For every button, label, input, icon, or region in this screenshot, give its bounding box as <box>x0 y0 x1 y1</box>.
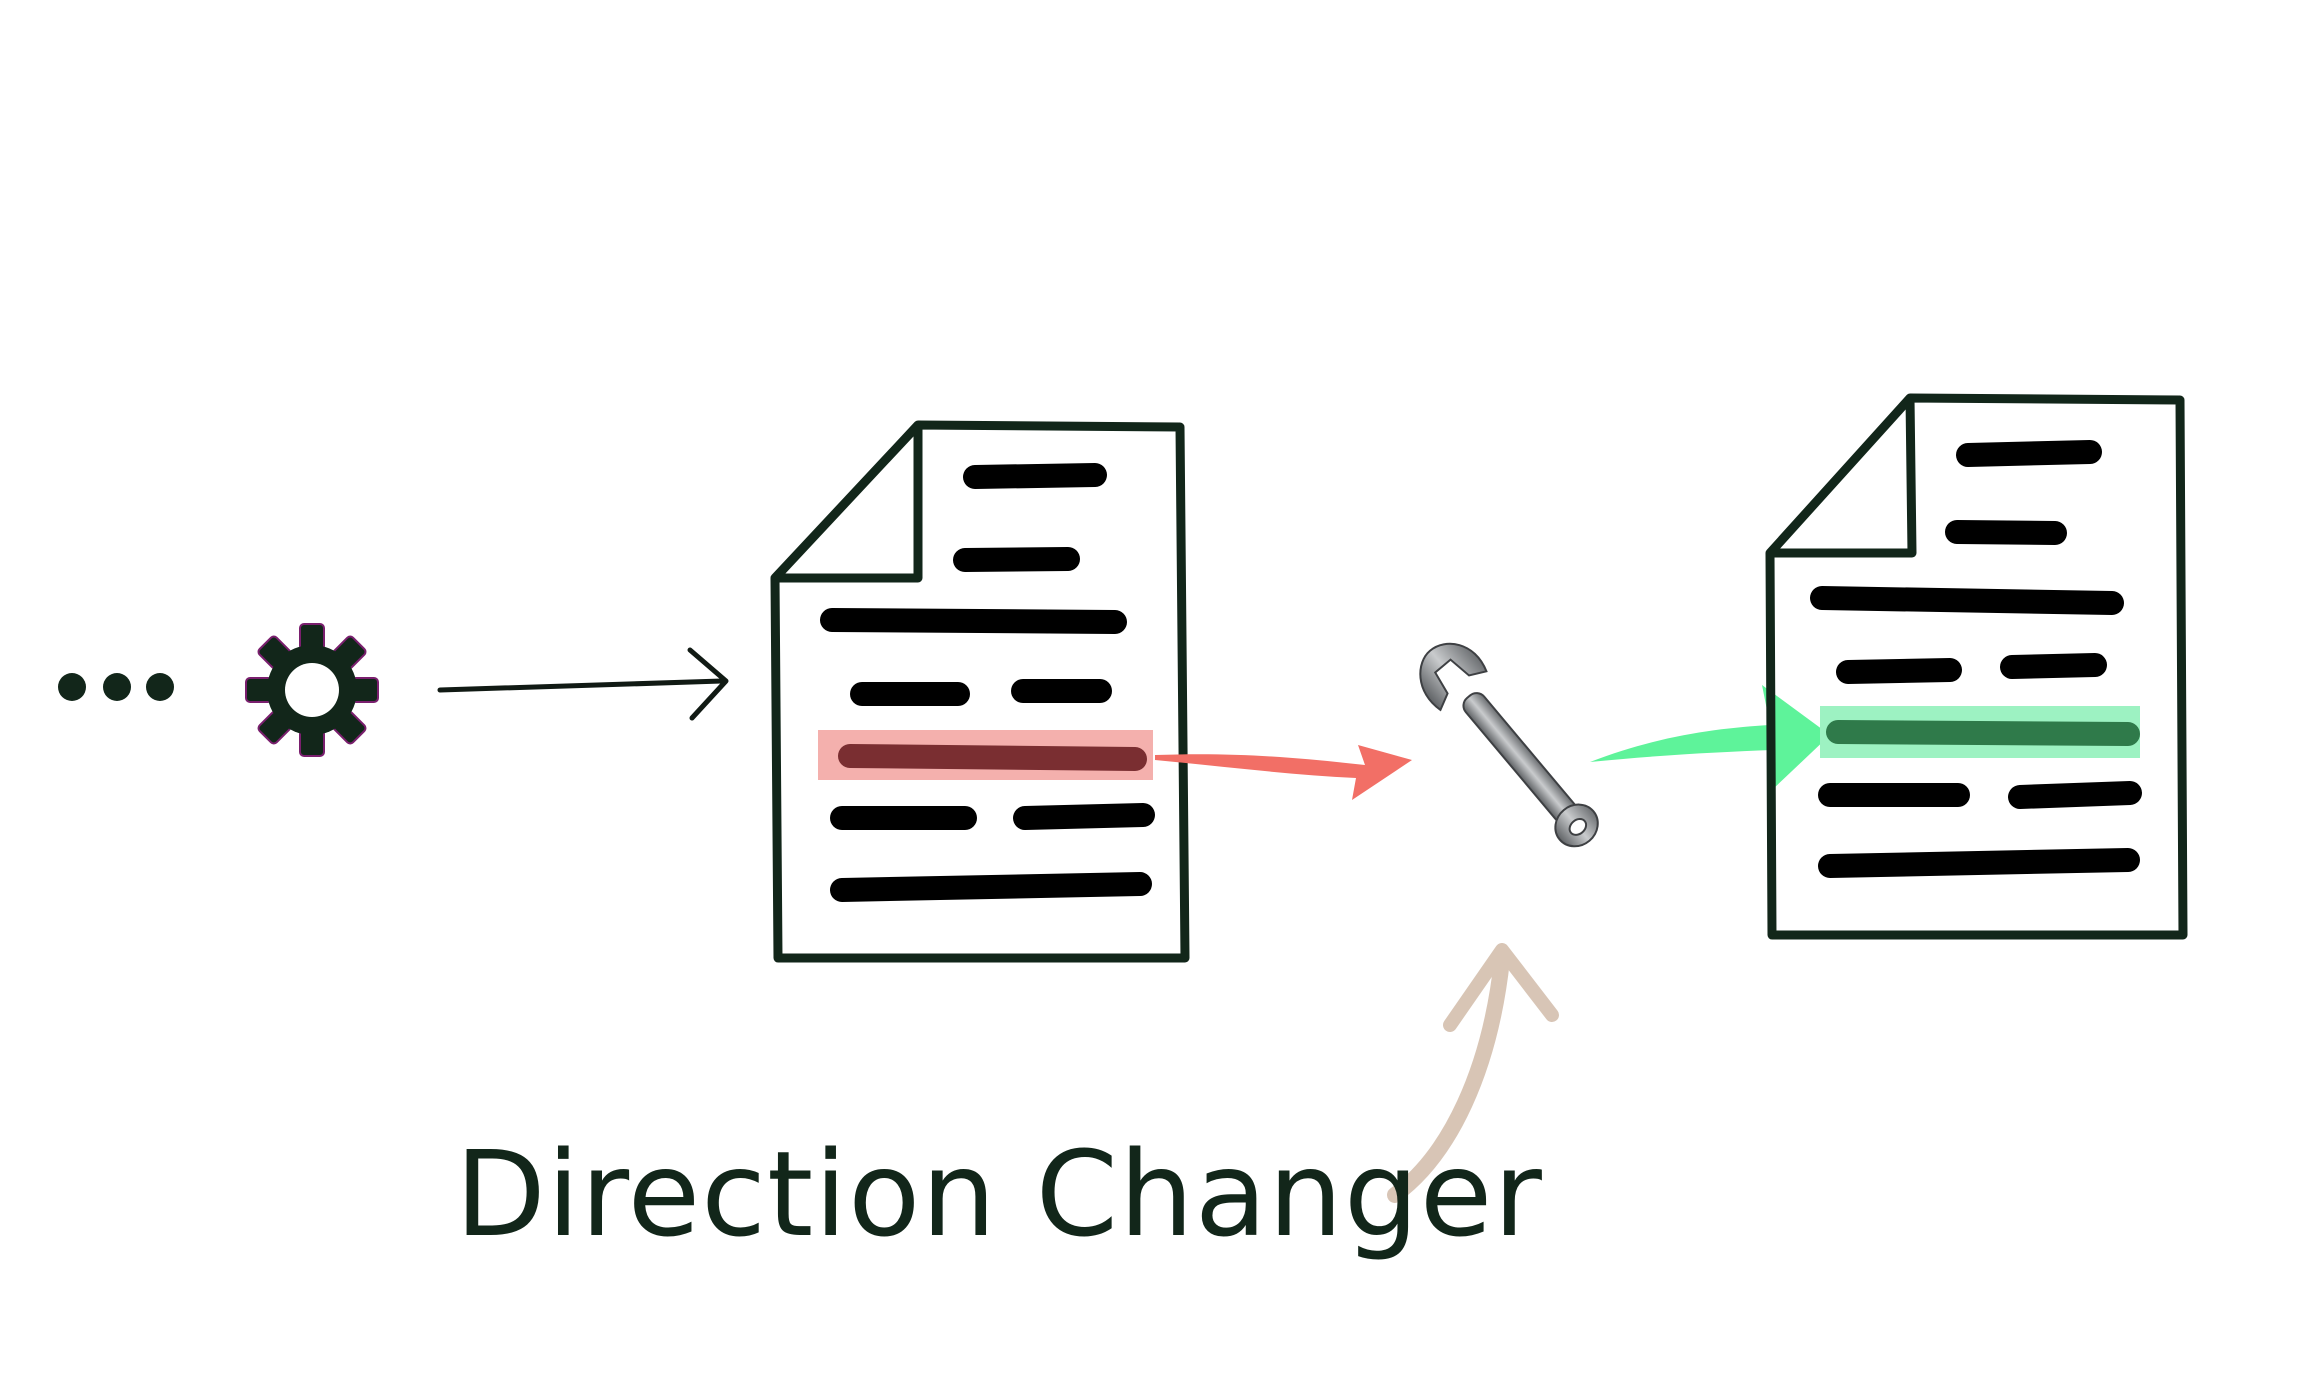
document-after-highlighted-line <box>1826 720 2140 746</box>
arrow-to-document-before <box>437 647 729 721</box>
arrow-to-document-after <box>1590 685 1830 790</box>
document-after <box>1765 393 2188 940</box>
document-after-lines <box>1810 440 2142 878</box>
document-before <box>770 420 1190 963</box>
document-before-outline <box>770 420 1190 963</box>
arrow-to-wrench <box>1155 745 1412 800</box>
document-before-fold <box>778 425 923 583</box>
diagram-caption: Direction Changer <box>455 1125 1543 1263</box>
document-before-lines <box>820 463 1155 902</box>
document-after-fold <box>1772 397 1917 558</box>
wrench-icon <box>1419 642 1599 848</box>
document-before-highlighted-line <box>838 744 1147 771</box>
document-after-outline <box>1765 393 2188 940</box>
arrow-caption-to-wrench <box>1387 943 1559 1203</box>
gear-icon <box>245 623 379 757</box>
ellipsis-icon <box>58 673 174 701</box>
